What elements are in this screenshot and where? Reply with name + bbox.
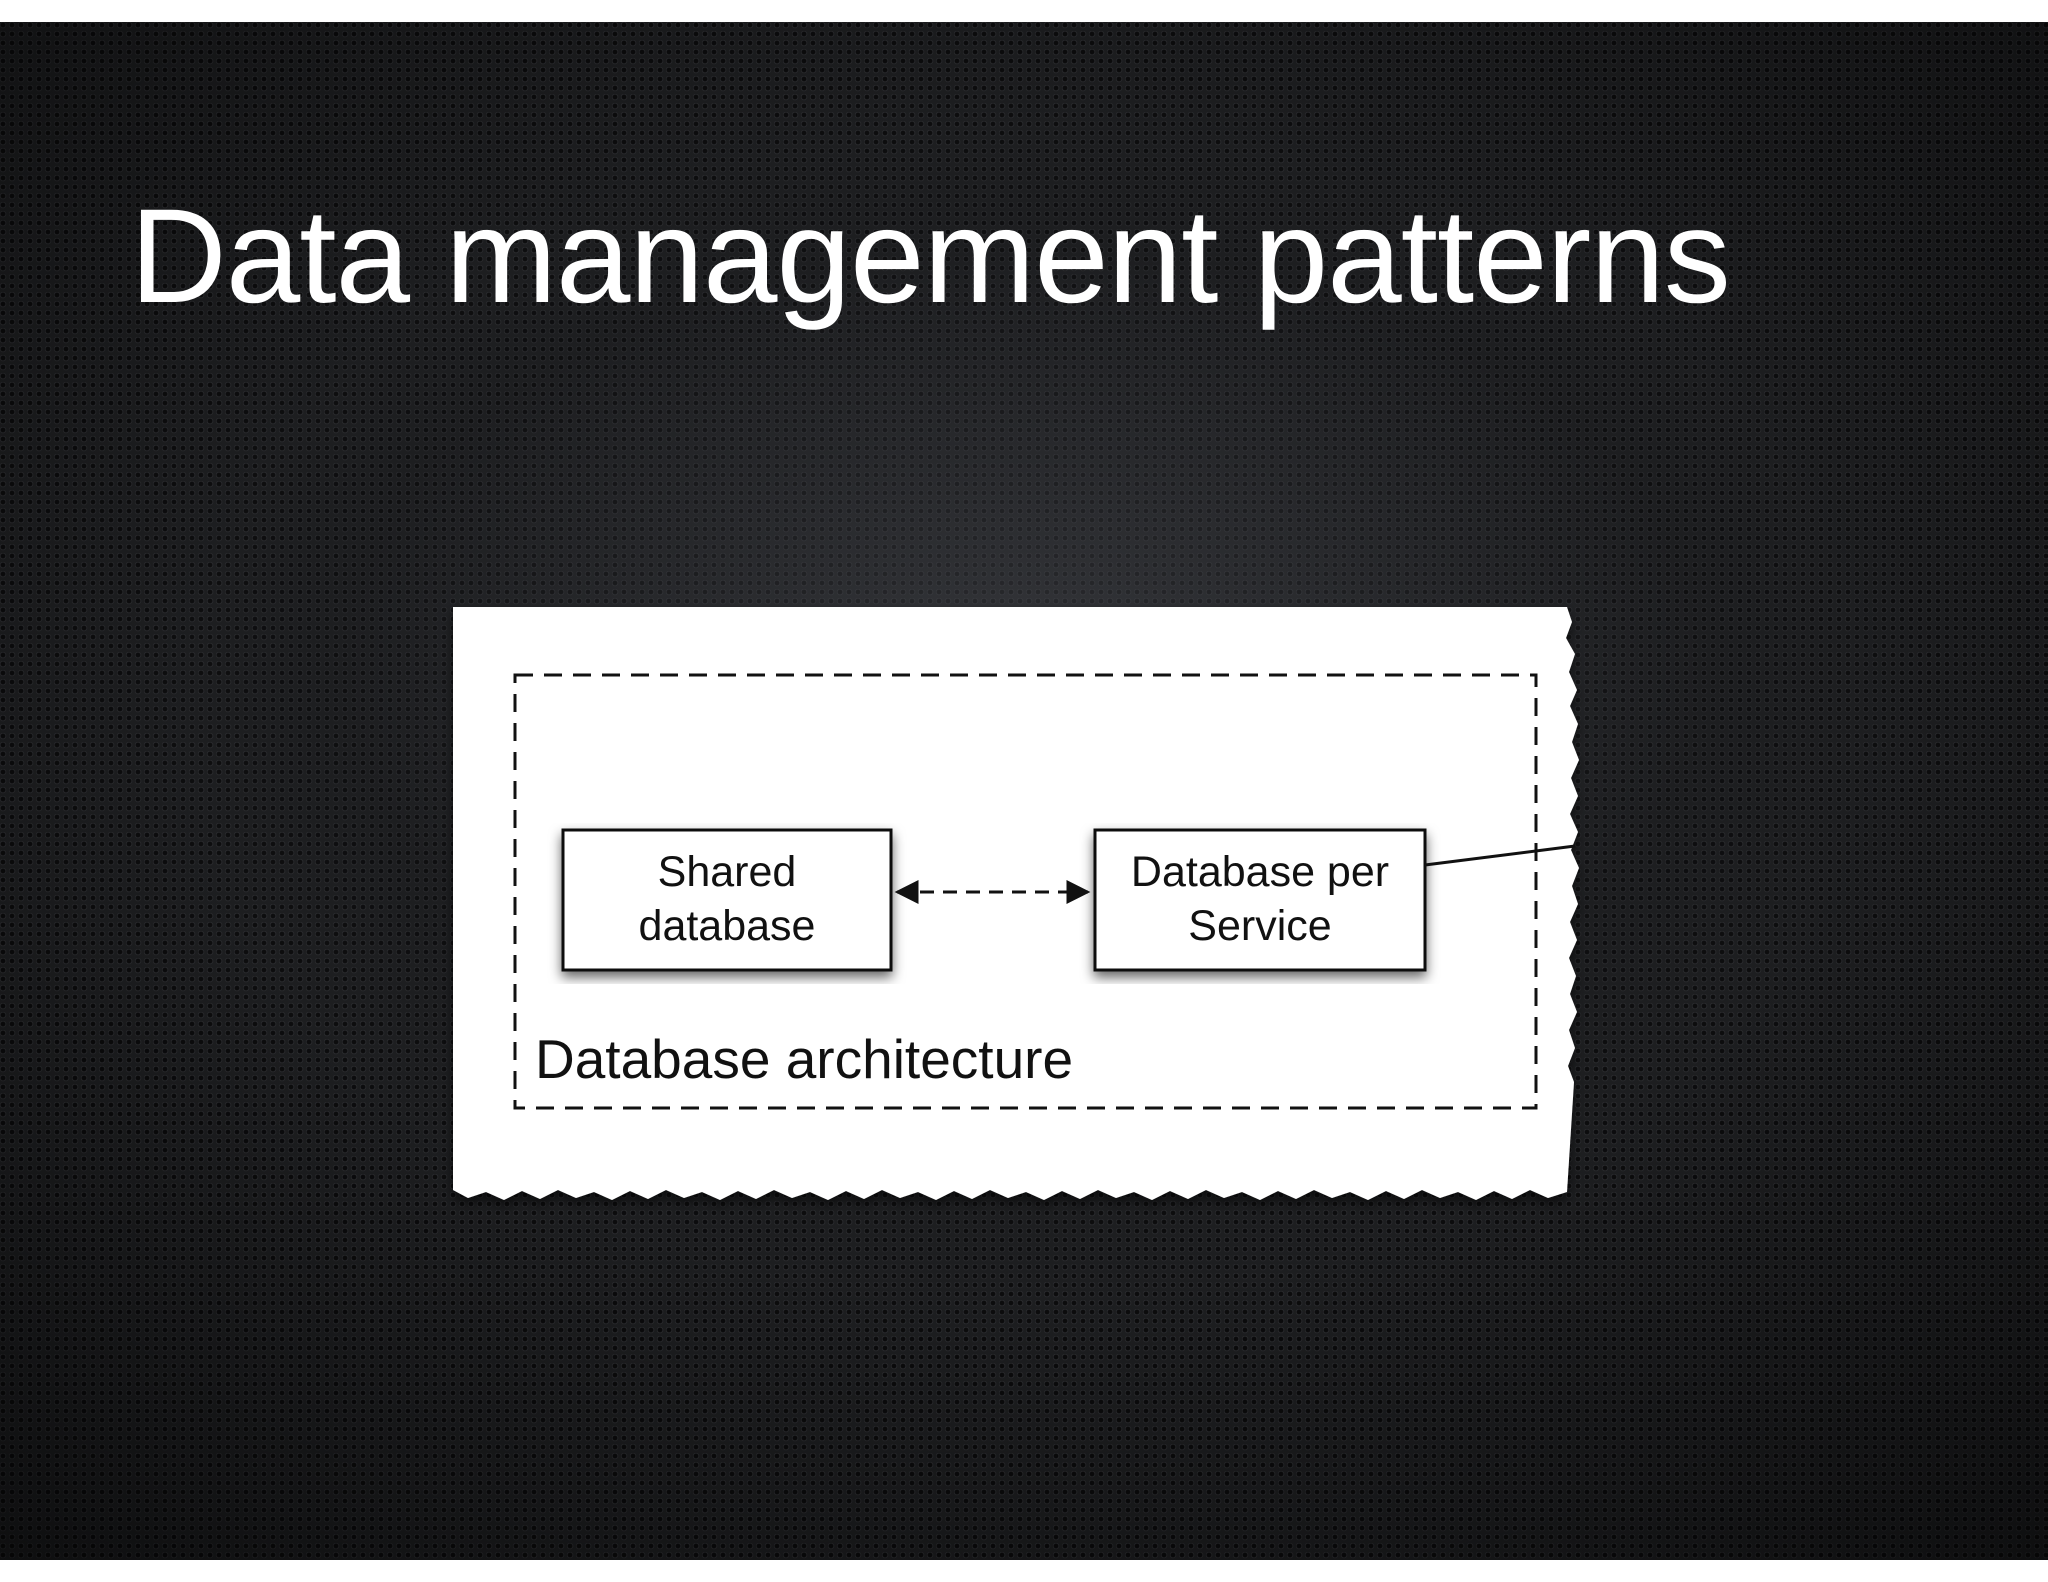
diagram-clipping: Shared database Database per Service Dat…	[453, 607, 1579, 1200]
database-per-service-label-line1: Database per	[1131, 848, 1389, 896]
shared-database-label-line1: Shared	[658, 848, 797, 896]
shared-database-label-line2: database	[639, 902, 816, 950]
outgoing-connector-line	[1424, 844, 1576, 867]
database-per-service-node: Database per Service	[1093, 828, 1427, 972]
database-architecture-group	[513, 673, 1538, 1110]
shared-database-node: Shared database	[561, 828, 893, 972]
database-architecture-label: Database architecture	[535, 1028, 1073, 1090]
slide-title: Data management patterns	[130, 182, 1731, 331]
database-per-service-label-line2: Service	[1188, 902, 1331, 950]
slide: Data management patterns Shared database…	[0, 22, 2048, 1560]
